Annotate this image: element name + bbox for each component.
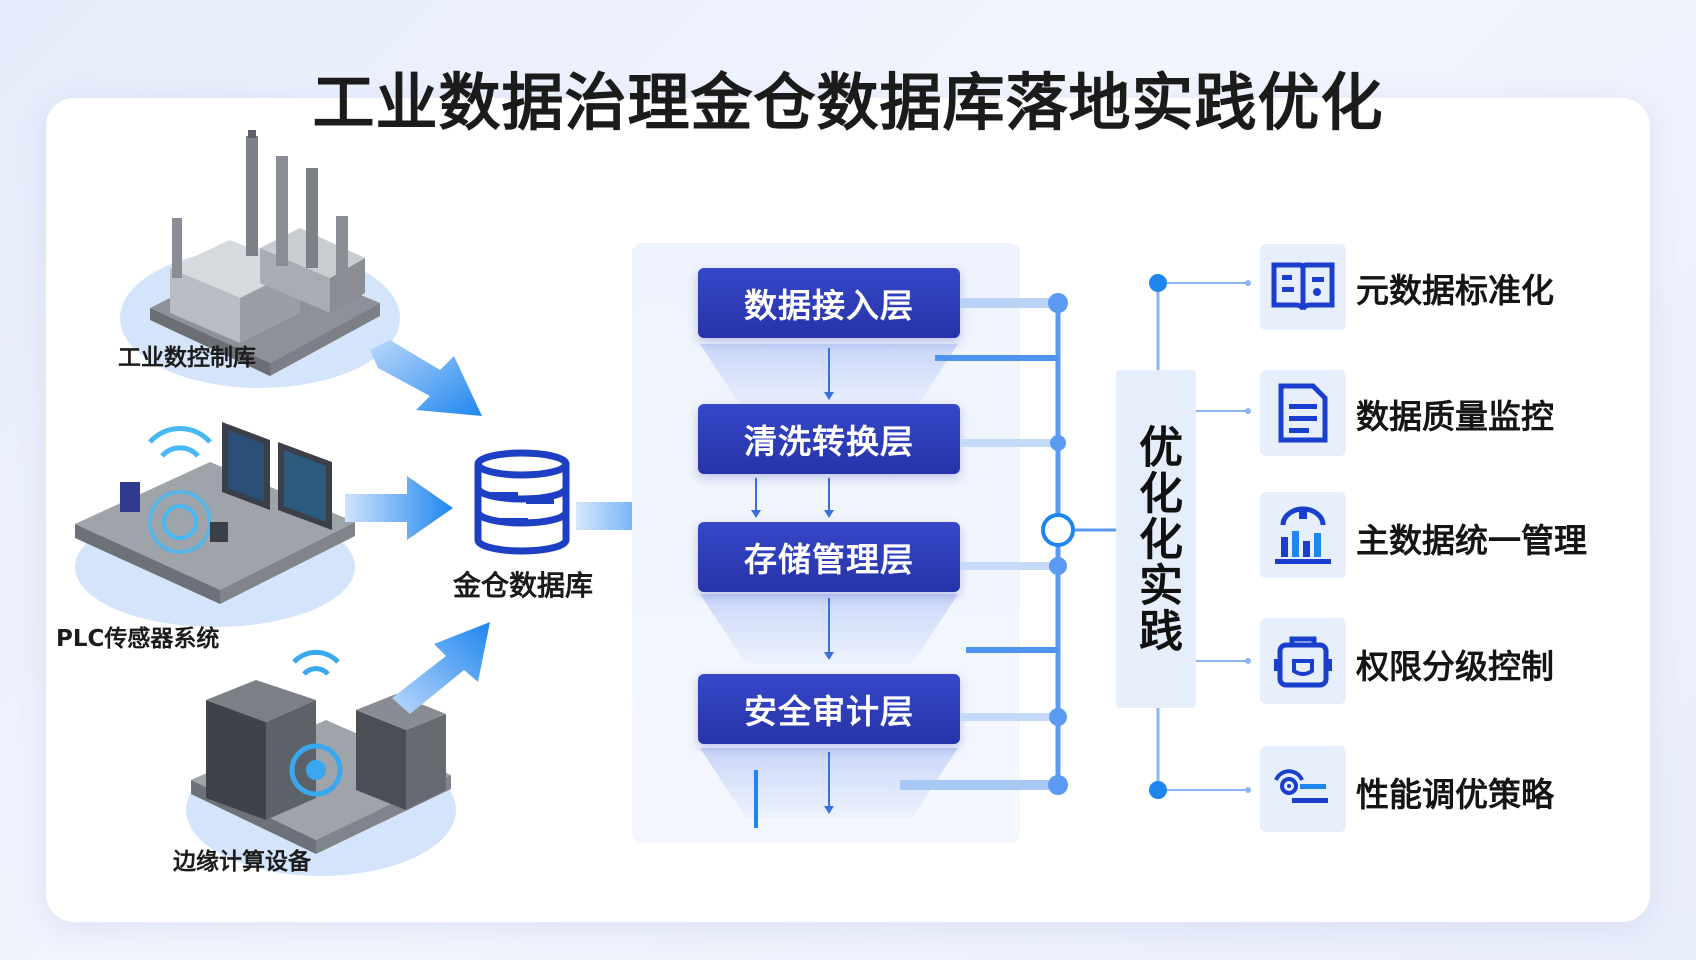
- book-icon: [1260, 244, 1346, 330]
- lock-badge-icon: [1260, 618, 1346, 704]
- edge-computing-illustration: [186, 649, 456, 876]
- source-label-plc: PLC传感器系统: [56, 626, 220, 652]
- layer-storage-management[interactable]: 存储管理层: [698, 522, 960, 592]
- data-chart-icon: [1260, 492, 1346, 578]
- factory-illustration: [120, 130, 400, 388]
- layer-funnel-1: [700, 344, 958, 414]
- page-title: 工业数据治理金仓数据库落地实践优化: [312, 66, 1384, 139]
- layer-cleansing-transform[interactable]: 清洗转换层: [698, 404, 960, 474]
- database-label: 金仓数据库: [452, 569, 593, 602]
- practice-master-data-management[interactable]: 主数据统一管理: [1356, 521, 1587, 560]
- layer-security-audit[interactable]: 安全审计层: [698, 674, 960, 744]
- source-label-edge: 边缘计算设备: [173, 849, 311, 875]
- practice-metadata-standardization[interactable]: 元数据标准化: [1356, 271, 1554, 310]
- practice-performance-tuning[interactable]: 性能调优策略: [1356, 775, 1554, 814]
- layer-funnel-3: [700, 594, 958, 664]
- arrow-edge-to-db: [392, 622, 490, 714]
- optimization-practice-box: 优化化实践: [1116, 370, 1196, 708]
- arrow-plc-to-db: [345, 476, 453, 540]
- practice-permission-control[interactable]: 权限分级控制: [1356, 647, 1554, 686]
- signal-settings-icon: [1260, 746, 1346, 832]
- layer-funnel-4: [700, 748, 958, 828]
- optimization-practice-label: 优化化实践: [1131, 424, 1182, 654]
- layer-data-ingest[interactable]: 数据接入层: [698, 268, 960, 338]
- plc-sensor-illustration: [75, 422, 355, 627]
- arrow-factory-to-db: [370, 340, 482, 416]
- document-icon: [1260, 370, 1346, 456]
- database-icon: [474, 449, 570, 555]
- practice-data-quality-monitoring[interactable]: 数据质量监控: [1356, 397, 1554, 436]
- source-label-factory: 工业数控制库: [118, 345, 256, 371]
- layer-connector-2: [751, 478, 834, 518]
